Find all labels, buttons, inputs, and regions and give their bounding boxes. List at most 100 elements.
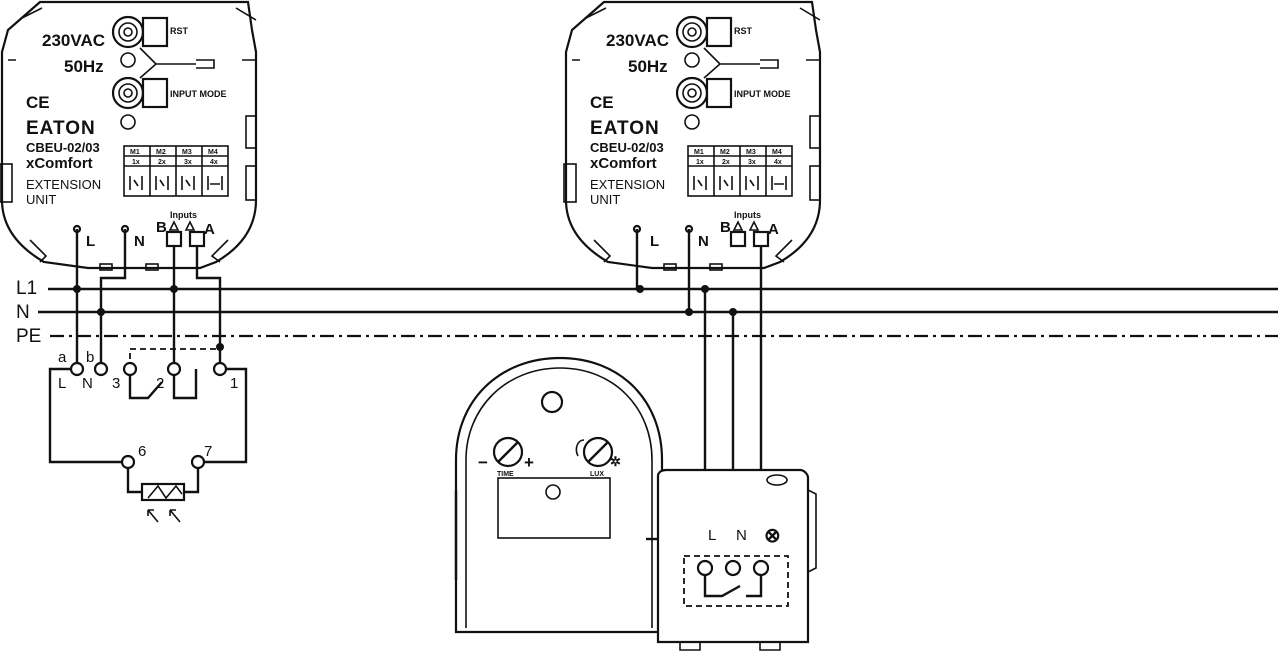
terminal-b[interactable]	[93, 361, 109, 377]
screwdriver-icon	[760, 59, 779, 69]
time-label: TIME	[497, 471, 514, 478]
mode-header: M2	[156, 149, 166, 156]
bus-n-label: N	[16, 302, 30, 323]
voltage-label: 230VAC	[606, 31, 669, 50]
brand-logo: EATON	[26, 118, 96, 139]
bus-pe-label: PE	[16, 326, 41, 347]
terminal-7-label: 7	[204, 443, 212, 460]
type-label-line1: EXTENSION	[590, 177, 665, 192]
terminal-b-label: b	[86, 349, 94, 366]
input-mode-button[interactable]	[675, 76, 733, 110]
model-label: CBEU-02/03	[26, 140, 100, 155]
mode-header: M1	[130, 149, 140, 156]
mode-count: 3x	[184, 159, 192, 166]
mode-table: M1 M2 M3 M4 1x 2x 3x 4x	[123, 145, 229, 197]
ce-mark: CE	[590, 93, 614, 112]
pointer-arrows	[703, 47, 760, 79]
input-arrows	[168, 220, 196, 231]
input-a-terminal[interactable]	[188, 230, 206, 248]
type-label-line2: UNIT	[26, 192, 56, 207]
rst-button[interactable]	[111, 15, 169, 49]
mode-table: M1 M2 M3 M4 1x 2x 3x 4x	[687, 145, 793, 197]
base-terminal-n-label: N	[736, 527, 747, 544]
extension-unit-housing	[564, 0, 822, 270]
sensor-window	[497, 477, 611, 539]
housing-side-tab-left	[0, 163, 13, 203]
housing-clips	[29, 239, 229, 263]
mode-header: M3	[746, 149, 756, 156]
input-arrows	[732, 220, 760, 231]
housing-notches	[8, 7, 257, 61]
terminal-1[interactable]	[212, 361, 228, 377]
terminal-1-label: 1	[230, 375, 238, 392]
terminal-a-label: a	[58, 349, 67, 366]
mode-header: M2	[720, 149, 730, 156]
input-b-terminal[interactable]	[165, 230, 183, 248]
twilight-switch: a b L N 3 2 1 6 7	[48, 348, 248, 523]
sensor-led	[545, 484, 561, 500]
sun-icon: ✲	[610, 454, 621, 469]
rst-label: RST	[170, 26, 189, 36]
left-wiring	[73, 229, 224, 369]
mode-count: 4x	[210, 159, 218, 166]
input-b-terminal[interactable]	[729, 230, 747, 248]
housing-side-tab-right-2	[245, 165, 257, 201]
terminal-a[interactable]	[69, 361, 85, 377]
housing-notches	[572, 7, 821, 61]
inputs-label: Inputs	[170, 210, 197, 220]
terminal-3-label: 3	[112, 375, 120, 392]
input-a-terminal[interactable]	[752, 230, 770, 248]
time-knob[interactable]	[492, 436, 524, 468]
base-terminal-lamp[interactable]	[752, 559, 770, 577]
housing-side-tab-right	[809, 115, 821, 149]
housing-foot	[99, 263, 113, 271]
extension-unit-right: 230VAC 50Hz CE EATON CBEU-02/03 xComfort…	[563, 0, 822, 271]
mode-count: 2x	[722, 159, 730, 166]
base-terminal-n[interactable]	[724, 559, 742, 577]
rst-led	[120, 52, 136, 68]
input-mode-button[interactable]	[111, 76, 169, 110]
mode-header: M4	[772, 149, 782, 156]
sensor-lens-icon	[540, 390, 564, 414]
input-mode-led	[120, 114, 136, 130]
mode-count: 1x	[696, 159, 704, 166]
mode-count: 2x	[158, 159, 166, 166]
terminal-6-label: 6	[138, 443, 146, 460]
housing-side-tab-right-2	[809, 165, 821, 201]
input-b-label: B	[156, 219, 167, 236]
sensor-base: L N ⊗	[656, 468, 817, 651]
brand-logo: EATON	[590, 118, 660, 139]
pointer-arrows	[139, 47, 196, 79]
base-terminal-block	[683, 555, 789, 607]
terminal-6[interactable]	[120, 454, 136, 470]
extension-unit-housing	[0, 0, 258, 270]
lux-label: LUX	[590, 471, 604, 478]
series-label: xComfort	[590, 155, 657, 172]
rst-button[interactable]	[675, 15, 733, 49]
housing-clips	[593, 239, 793, 263]
lamp-icon: ⊗	[764, 525, 781, 547]
input-a-label: A	[768, 221, 779, 238]
mode-count: 1x	[132, 159, 140, 166]
terminal-7[interactable]	[190, 454, 206, 470]
frequency-label: 50Hz	[628, 57, 668, 76]
ce-mark: CE	[26, 93, 50, 112]
base-terminal-l[interactable]	[696, 559, 714, 577]
terminal-l-label: L	[650, 233, 659, 250]
series-label: xComfort	[26, 155, 93, 172]
input-b-label: B	[720, 219, 731, 236]
terminal-3[interactable]	[122, 361, 138, 377]
type-label-line1: EXTENSION	[26, 177, 101, 192]
lux-knob[interactable]	[582, 436, 614, 468]
terminal-2[interactable]	[166, 361, 182, 377]
mode-count: 3x	[748, 159, 756, 166]
screwdriver-icon	[196, 59, 215, 69]
motion-sensor: − + TIME ✲ LUX	[454, 356, 664, 634]
base-terminal-l-label: L	[708, 527, 716, 544]
mode-header: M1	[694, 149, 704, 156]
mode-header: M4	[208, 149, 218, 156]
model-label: CBEU-02/03	[590, 140, 664, 155]
input-mode-led	[684, 114, 700, 130]
input-mode-label: INPUT MODE	[170, 89, 227, 99]
